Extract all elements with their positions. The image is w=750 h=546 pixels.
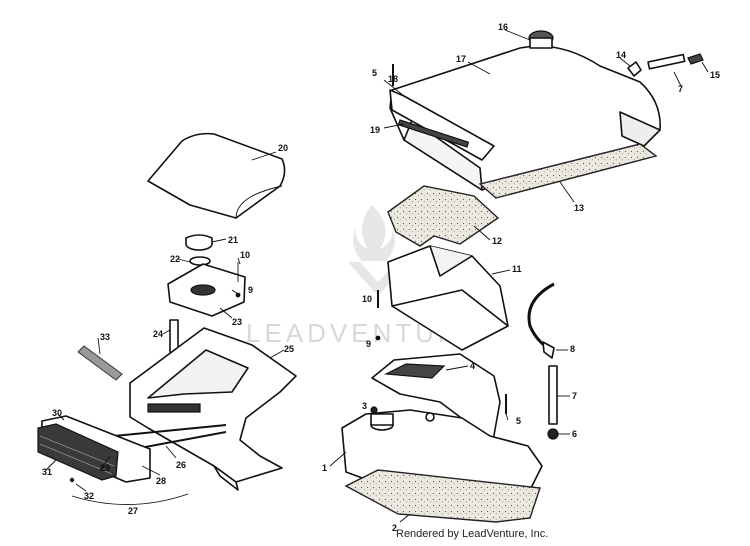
callout-11: 11	[512, 264, 522, 274]
part-33-trim	[77, 345, 123, 381]
callout-26: 26	[176, 460, 186, 470]
callout-7-lower: 7	[572, 391, 577, 401]
part-7-hose-upper	[647, 53, 686, 70]
part-2-pad	[344, 469, 541, 523]
part-22-gasket	[189, 256, 211, 266]
callout-18: 18	[388, 74, 398, 84]
callout-12: 12	[492, 236, 502, 246]
callout-9-right: 9	[366, 339, 371, 349]
leader-lines	[45, 29, 709, 523]
part-20-cover	[147, 132, 286, 219]
callout-1: 1	[322, 463, 327, 473]
callout-labels: 20 21 22 10 9 23 24 25 33 26 28 29 30 31…	[42, 22, 720, 533]
part-13-pad	[478, 143, 658, 199]
callout-7-upper: 7	[678, 84, 683, 94]
callout-17: 17	[456, 54, 466, 64]
part-25-console	[129, 327, 297, 483]
part-19-pad	[397, 119, 470, 148]
callout-25: 25	[284, 344, 294, 354]
callout-5-upper: 5	[372, 68, 377, 78]
callout-19: 19	[370, 125, 380, 135]
credit-text: Rendered by LeadVenture, Inc.	[396, 528, 549, 540]
callout-28: 28	[156, 476, 166, 486]
callout-13: 13	[574, 203, 584, 213]
part-7-hose-lower	[548, 365, 558, 425]
part-6-clamp	[547, 428, 559, 440]
callout-29: 29	[100, 463, 110, 473]
part-3-cap	[370, 406, 378, 414]
callout-10-right: 10	[362, 294, 372, 304]
callout-33: 33	[100, 332, 110, 342]
flame-logo-icon	[353, 205, 395, 261]
callout-6: 6	[572, 429, 577, 439]
callout-24: 24	[153, 329, 163, 339]
callout-8: 8	[570, 344, 575, 354]
callout-5-lower: 5	[516, 416, 521, 426]
callout-32: 32	[84, 491, 94, 501]
callout-14: 14	[616, 50, 626, 60]
callout-27: 27	[128, 506, 138, 516]
callout-22: 22	[170, 254, 180, 264]
callout-21: 21	[228, 235, 238, 245]
part-8-elbow	[542, 341, 555, 359]
callout-23: 23	[232, 317, 242, 327]
callout-2: 2	[392, 523, 397, 533]
part-12-pad	[387, 185, 500, 247]
callout-3: 3	[362, 401, 367, 411]
callout-30: 30	[52, 408, 62, 418]
part-32-screw	[69, 477, 75, 483]
callout-15: 15	[710, 70, 720, 80]
callout-31: 31	[42, 467, 52, 477]
callout-20: 20	[278, 143, 288, 153]
callout-9-left: 9	[248, 285, 253, 295]
callout-16: 16	[498, 22, 508, 32]
part-15-fitting	[687, 53, 704, 65]
part-14-fitting	[627, 61, 642, 77]
callout-10-left: 10	[240, 250, 250, 260]
callout-4: 4	[470, 361, 475, 371]
part-31-lens	[37, 423, 119, 481]
